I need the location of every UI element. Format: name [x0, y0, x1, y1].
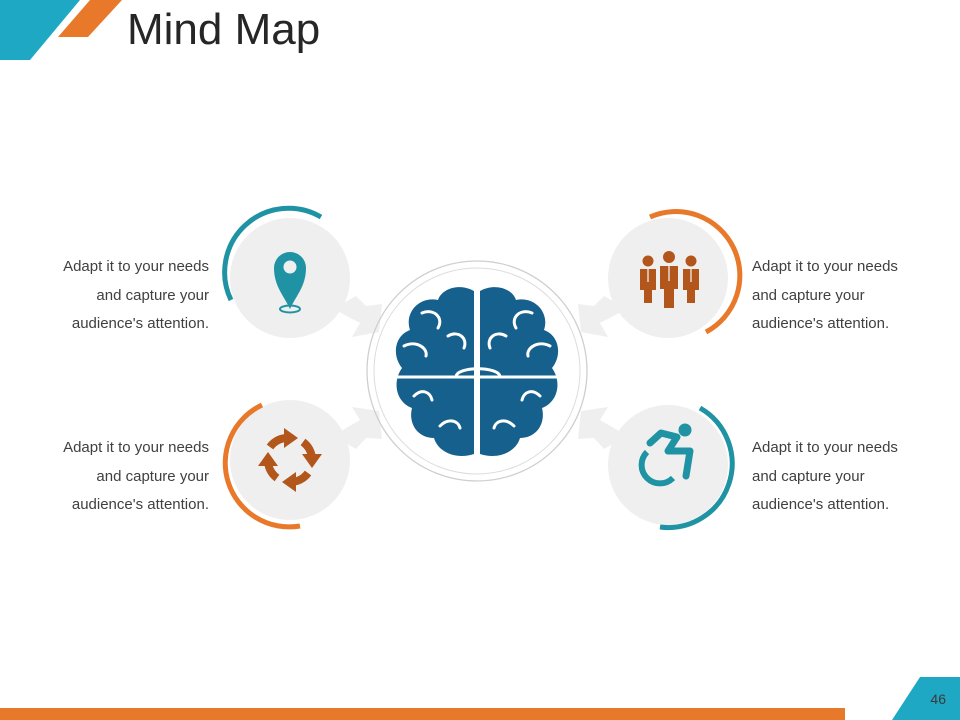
node-text-line: and capture your: [96, 467, 209, 485]
node-circle-bottom-left: [230, 400, 350, 520]
node-text-top-left: Adapt it to your needs and capture your …: [19, 253, 209, 339]
node-text-line: audience's attention.: [752, 496, 890, 513]
team-people-icon: [640, 251, 699, 308]
wheelchair-icon: [638, 423, 694, 487]
center-ring-outer: [366, 260, 588, 482]
page-number: 46: [930, 691, 946, 707]
arrow-top-left: [335, 296, 382, 337]
node-text-line: audience's attention.: [71, 315, 209, 332]
node-arc-top-left: [222, 205, 323, 302]
node-text-top-right: Adapt it to your needs and capture your …: [752, 253, 942, 339]
node-text-line: audience's attention.: [752, 315, 890, 332]
node-circle-bottom-right: [608, 405, 728, 525]
node-arc-top-right: [648, 209, 743, 335]
node-text-line: audience's attention.: [71, 496, 209, 513]
footer-corner-teal: [892, 677, 960, 720]
brain-icon: [393, 287, 561, 457]
node-text-line: and capture your: [96, 286, 209, 304]
corner-accent-teal: [0, 0, 80, 60]
arrow-bottom-right: [578, 407, 625, 449]
arrow-top-right: [578, 296, 625, 337]
node-text-line: Adapt it to your needs: [752, 258, 898, 275]
node-text-line: Adapt it to your needs: [752, 439, 898, 456]
node-text-line: and capture your: [752, 286, 865, 304]
node-arc-bottom-right: [659, 405, 735, 531]
node-text-line: Adapt it to your needs: [63, 439, 209, 456]
footer-bar-orange: [0, 708, 845, 720]
slide-title: Mind Map: [127, 5, 321, 54]
node-text-bottom-left: Adapt it to your needs and capture your …: [19, 434, 209, 520]
corner-accent-orange: [58, 0, 122, 37]
arrow-bottom-left: [335, 407, 382, 449]
node-arc-bottom-left: [222, 402, 301, 530]
node-text-bottom-right: Adapt it to your needs and capture your …: [752, 434, 942, 520]
location-pin-icon: [274, 252, 306, 314]
center-ring-inner: [373, 267, 581, 475]
node-text-line: Adapt it to your needs: [63, 258, 209, 275]
node-text-line: and capture your: [752, 467, 865, 485]
